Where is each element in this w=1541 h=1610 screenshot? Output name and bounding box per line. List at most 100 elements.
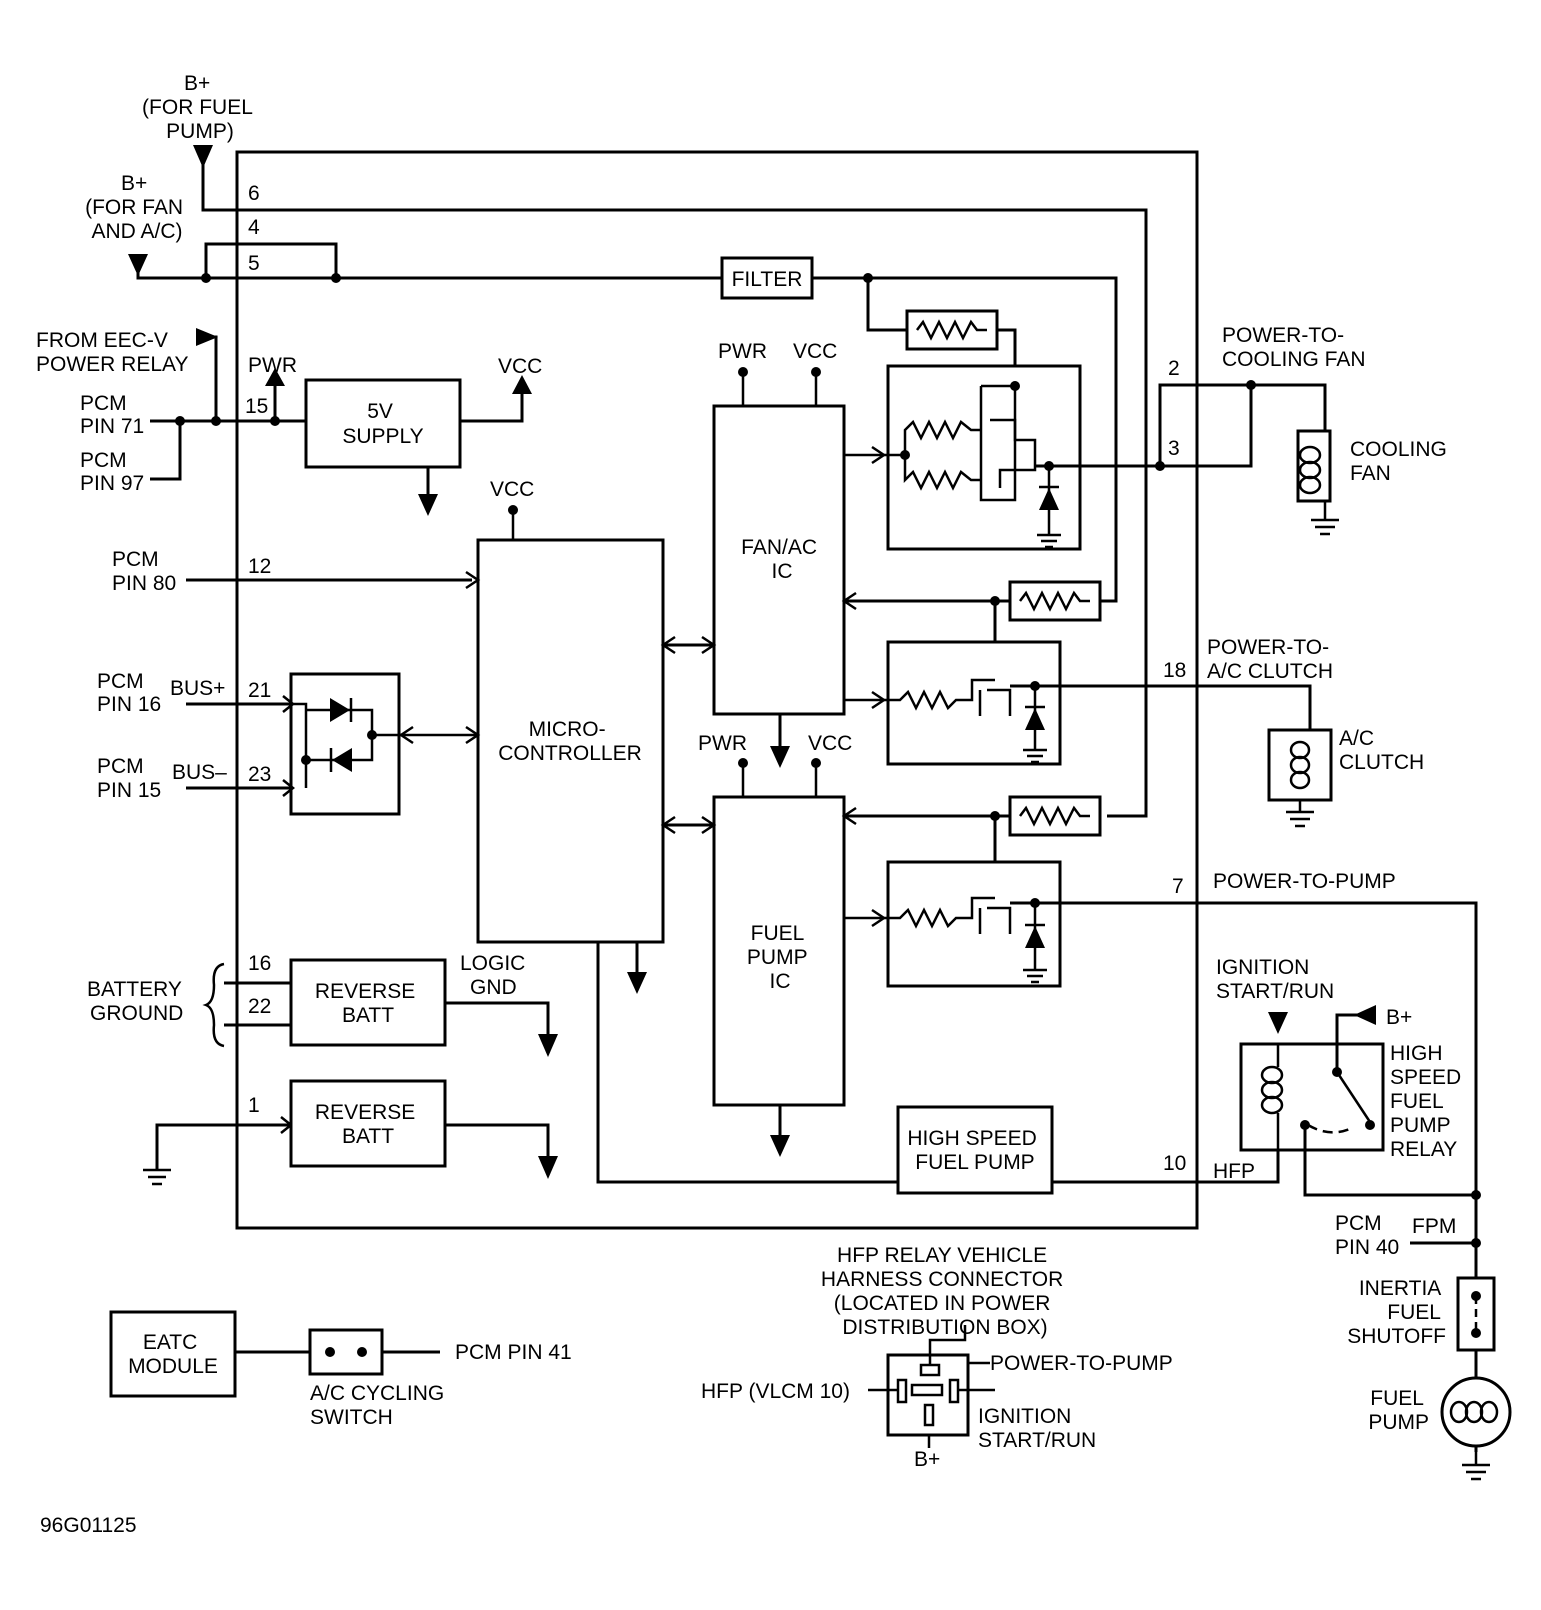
module-outline: [235, 150, 1199, 1230]
ac-cycling-switch-block: [308, 1328, 384, 1376]
bplus-fuel-pump-feed: B+ (FOR FUEL PUMP) 6: [142, 72, 1148, 818]
microcontroller-label: MICRO- CONTROLLER: [498, 718, 642, 765]
figure-id: 96G01125: [40, 1514, 137, 1537]
brace-icon: [202, 962, 225, 1048]
pwr-label-fuelpump: PWR: [698, 732, 747, 755]
battery-ground-label: BATTERY GROUND: [87, 978, 187, 1025]
cooling-fan-motor-icon: [1296, 429, 1339, 536]
fan-ac-ic-label: FAN/AC IC: [741, 536, 823, 583]
inertia-label: INERTIA FUEL SHUTOFF: [1347, 1277, 1446, 1348]
pwr-arrow-up-icon: [265, 368, 285, 386]
ignition-start-run-label: IGNITION START/RUN: [1216, 956, 1334, 1003]
ac-clutch-label: A/C CLUTCH: [1339, 727, 1424, 774]
pin-22-label: 22: [248, 995, 271, 1018]
eatc-module-block: [109, 1310, 237, 1398]
filter-block: [720, 256, 814, 300]
conn-ignition-label: IGNITION START/RUN: [978, 1405, 1096, 1452]
pcm80-label: PCM PIN 80: [112, 548, 176, 595]
arrow-left-icon: [1354, 1005, 1376, 1025]
pin-7-label: 7: [1172, 875, 1184, 898]
arrow-down-icon: [128, 254, 148, 276]
ground-arrow-icon: [418, 494, 438, 516]
ground-arrow-icon: [770, 1135, 790, 1157]
arrow-right-icon: [196, 328, 218, 346]
vcc-label-fanac: VCC: [793, 340, 837, 363]
fan-driver-block: [886, 364, 1082, 551]
pin-2-label: 2: [1168, 357, 1180, 380]
ac-driver-block: [886, 640, 1062, 766]
eatc-module-label: EATC MODULE: [128, 1331, 218, 1378]
conn-hfp-label: HFP (VLCM 10): [701, 1380, 850, 1403]
high-speed-fuel-pump-label: HIGH SPEED FUEL PUMP: [907, 1127, 1042, 1174]
bplus-fan-ac-feed: B+ (FOR FAN AND A/C) 4 5: [85, 172, 722, 283]
pin-1-label: 1: [248, 1094, 260, 1117]
relay-coil-icon: [1260, 1044, 1284, 1150]
pin-4-label: 4: [248, 216, 260, 239]
fan-mosfet-icon: [844, 381, 1061, 549]
pcm40-label: PCM PIN 40: [1335, 1212, 1399, 1259]
pin-5-label: 5: [248, 252, 260, 275]
fuel-pump-ic-block: [712, 795, 846, 1107]
reverse-batt-label-2: REVERSE BATT: [315, 1101, 421, 1148]
bus-minus-label: BUS–: [172, 761, 227, 784]
vcc-label-micro: VCC: [490, 478, 534, 501]
bus-plus-label: BUS+: [170, 677, 225, 700]
power-to-ac-clutch-label: POWER-TO- A/C CLUTCH: [1207, 636, 1335, 683]
ac-cycling-switch-label: A/C CYCLING SWITCH: [310, 1382, 450, 1429]
fuel-pump-motor-icon: [1440, 1376, 1512, 1481]
eec-relay-label: FROM EEC-V POWER RELAY: [36, 329, 188, 376]
bplus-fan-label: B+ (FOR FAN AND A/C): [85, 172, 189, 243]
reverse-batt-block-2: [289, 1079, 447, 1168]
reverse-batt-label-1: REVERSE BATT: [315, 980, 421, 1027]
bplus-fuel-label: B+ (FOR FUEL PUMP): [142, 72, 258, 143]
ground-arrow-icon: [538, 1034, 558, 1057]
pin-23-label: 23: [248, 763, 271, 786]
power-to-pump-label: POWER-TO-PUMP: [1213, 870, 1396, 893]
hs-relay-label: HIGH SPEED FUEL PUMP RELAY: [1390, 1042, 1467, 1161]
conn-bplus-label: B+: [914, 1448, 940, 1471]
pin-3-label: 3: [1168, 437, 1180, 460]
hs-fuel-pump-relay-block: [1239, 1042, 1385, 1152]
fan-ac-ic-block: [712, 404, 846, 716]
microcontroller-block: [476, 538, 665, 944]
vcc-label-supply: VCC: [498, 355, 542, 378]
pin-21-label: 21: [248, 679, 271, 702]
bus-transceiver-block: [289, 672, 401, 816]
5v-supply-label: 5V SUPPLY: [342, 400, 423, 448]
pin-18-label: 18: [1163, 659, 1186, 682]
hfp-label: HFP: [1213, 1160, 1255, 1183]
logic-gnd-label: LOGIC GND: [460, 952, 531, 999]
pcm41-label: PCM PIN 41: [455, 1341, 572, 1364]
relay-contact-icon: [1307, 1123, 1353, 1134]
ground-arrow-icon: [627, 972, 647, 994]
high-speed-fuel-pump-block: [896, 1105, 1054, 1195]
ground-symbol-icon: [143, 1168, 171, 1186]
ground-arrow-icon: [538, 1156, 558, 1179]
conn-power-to-pump-label: POWER-TO-PUMP: [990, 1352, 1173, 1375]
pcm97-label: PCM PIN 97: [80, 449, 144, 495]
pin-16-label: 16: [248, 952, 271, 975]
filter-label: FILTER: [732, 268, 803, 291]
fuel-pump-ic-label: FUEL PUMP IC: [747, 922, 813, 993]
connector-title: HFP RELAY VEHICLE HARNESS CONNECTOR (LOC…: [821, 1244, 1069, 1339]
pwr-label-fanac: PWR: [718, 340, 767, 363]
power-to-cooling-fan-label: POWER-TO- COOLING FAN: [1222, 324, 1366, 371]
fuel-pump-label: FUEL PUMP: [1368, 1387, 1429, 1434]
arrow-down-icon: [193, 145, 213, 168]
hfp-relay-connector-icon: [868, 1325, 995, 1448]
pin-10-label: 10: [1163, 1152, 1186, 1175]
arrow-down-icon: [1268, 1012, 1288, 1034]
cooling-fan-label: COOLING FAN: [1350, 438, 1453, 485]
ac-clutch-coil-icon: [1267, 728, 1333, 828]
pcm16-label: PCM PIN 16: [97, 670, 161, 716]
pin-6-label: 6: [248, 182, 260, 205]
ground-arrow-icon: [770, 746, 790, 768]
pin-15-label: 15: [245, 395, 268, 418]
pcm15-label: PCM PIN 15: [97, 755, 161, 802]
pcm71-label: PCM PIN 71: [80, 392, 144, 438]
vcc-arrow-up-icon: [512, 375, 532, 394]
pin-12-label: 12: [248, 555, 271, 578]
relay-bplus-label: B+: [1386, 1006, 1412, 1029]
pwr-label: PWR: [248, 354, 297, 377]
